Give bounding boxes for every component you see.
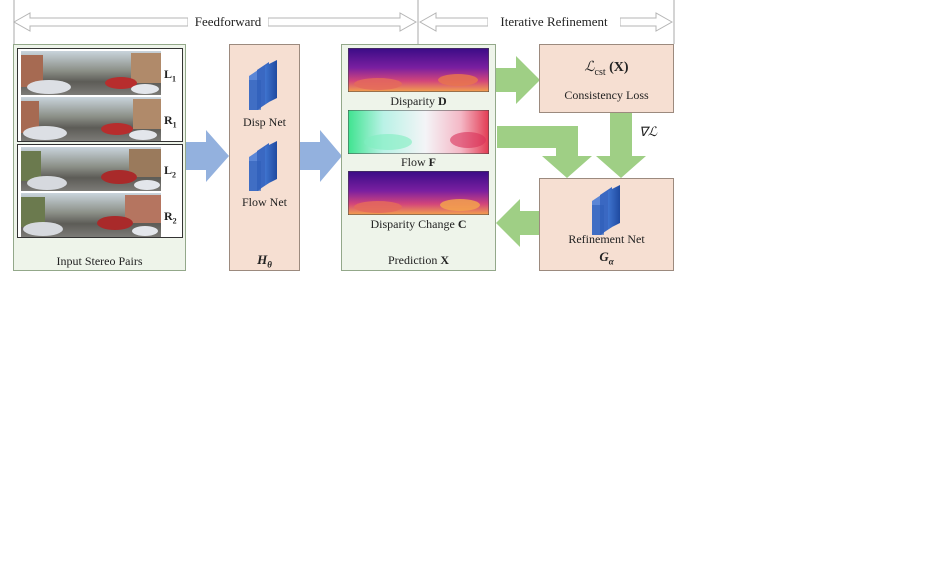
disparity-label: Disparity D <box>390 94 447 108</box>
disparity-map-image <box>348 48 489 92</box>
feedforward-bar <box>12 0 419 44</box>
label-L1: L1 <box>164 67 177 84</box>
prediction-caption: Prediction X <box>388 253 449 267</box>
image-right-1 <box>21 97 161 141</box>
arrow-prediction-to-loss <box>496 56 540 104</box>
arrow-network-to-prediction <box>300 130 342 182</box>
arrow-refinement-to-prediction <box>496 199 540 247</box>
feedforward-label: Feedforward <box>188 14 268 30</box>
refinement-net-panel: Refinement Net Gα <box>539 178 674 271</box>
flow-map-image <box>348 110 489 154</box>
label-R1: R1 <box>164 113 177 130</box>
refinement-net-block-icon <box>592 185 620 235</box>
flow-net-block-icon <box>249 141 277 191</box>
disparity-change-label: Disparity Change C <box>370 217 467 231</box>
gradient-label: ∇ℒ <box>639 124 658 139</box>
disparity-change-map-image <box>348 171 489 215</box>
refinement-net-caption: Refinement Net <box>568 232 645 246</box>
input-stereo-pairs-panel: L1 R1 L2 R2 Input Stereo Pairs <box>13 44 186 271</box>
stereo-pair-1: L1 R1 <box>17 48 183 142</box>
disp-net-label: Disp Net <box>243 115 286 129</box>
loss-formula: ℒcst (X) <box>584 60 629 78</box>
disp-net-block-icon <box>249 60 277 110</box>
arrow-flow-to-refinement <box>497 126 592 178</box>
consistency-loss-panel: ℒcst (X) Consistency Loss <box>539 44 674 113</box>
network-symbol: Hθ <box>257 252 272 270</box>
image-left-2 <box>21 147 161 191</box>
arrow-input-to-network <box>185 130 229 182</box>
consistency-loss-caption: Consistency Loss <box>564 88 649 102</box>
label-L2: L2 <box>164 163 177 180</box>
refinement-symbol: Gα <box>599 249 614 267</box>
flow-label: Flow F <box>400 155 437 169</box>
image-left-1 <box>21 51 161 95</box>
input-stereo-pairs-caption: Input Stereo Pairs <box>56 254 143 268</box>
iterative-refinement-label: Iterative Refinement <box>488 14 620 30</box>
network-panel: Disp Net Flow Net Hθ <box>229 44 300 271</box>
prediction-panel: Disparity D Flow F Disparity Change C Pr… <box>341 44 496 271</box>
arrow-loss-to-refinement <box>596 113 646 178</box>
stereo-pair-2: L2 R2 <box>17 144 183 238</box>
image-right-2 <box>21 193 161 237</box>
label-R2: R2 <box>164 209 177 226</box>
flow-net-label: Flow Net <box>242 195 287 209</box>
